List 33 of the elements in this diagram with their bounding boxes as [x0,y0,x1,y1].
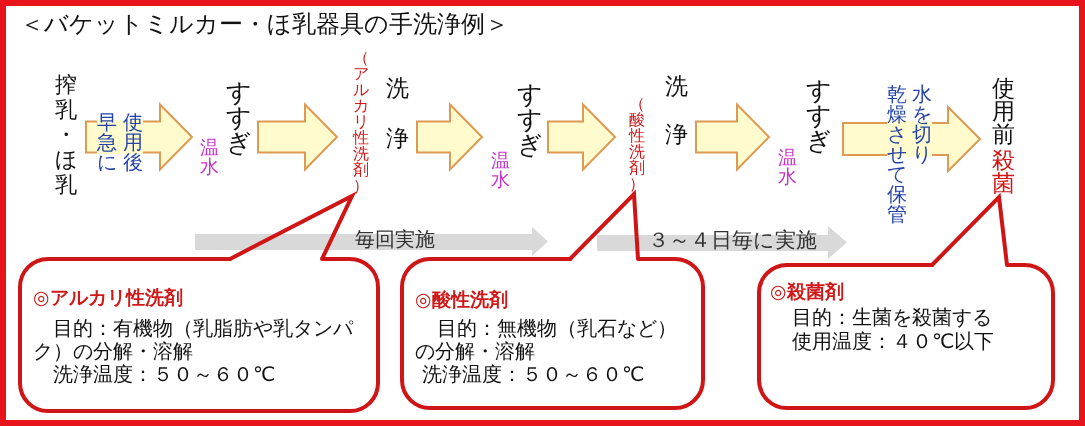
step-label: 搾乳・ほ乳 [55,72,77,197]
step-label: 洗浄 [665,72,688,149]
block-arrow [842,104,982,174]
callout-text: 目的：無機物（乳石など）の分解・溶解 [415,317,678,363]
block-arrow [85,102,194,172]
diagram-title: ＜バケットミルカー・ほ乳器具の手洗浄例＞ [20,13,509,37]
step-label: 殺菌 [992,149,1015,195]
note-label: 温水 [200,138,219,176]
callout-text: 洗浄温度：５０～６０℃ [421,363,646,386]
note-label: 温水 [778,148,797,186]
callout-text: 目的：生菌を殺菌する [791,306,993,329]
step-label: すすぎ [806,78,831,153]
block-arrow [416,102,484,172]
note-label: （アルカリ性洗剤） [353,50,369,194]
step-label: 洗浄 [386,74,409,153]
step-label: すすぎ [517,82,542,157]
callout-title: ◎酸性洗剤 [415,290,508,309]
step-label: すすぎ [226,80,251,155]
step-label: 使用前 [992,77,1015,146]
note-label: （酸性洗剤） [629,96,645,192]
callout-text: 使用温度：４０℃以下 [791,330,996,353]
block-arrow [547,102,617,172]
callout-title: ◎アルカリ性洗剤 [33,288,183,307]
block-arrow [257,102,339,172]
callout-text: 洗浄温度：５０～６０℃ [52,363,277,386]
block-arrow [695,102,771,172]
callout-text: 目的：有機物（乳脂肪や乳タンパク）の分解・溶解 [33,317,355,363]
span-label: 毎回実施 [355,229,435,249]
span-label: ３～４日毎に実施 [648,230,817,251]
note-label: 温水 [491,151,510,189]
edge-label: 使用後早急に [97,112,143,172]
edge-label: 水を切り乾燥させて保管 [887,84,932,224]
callout-title: ◎殺菌剤 [770,282,844,301]
